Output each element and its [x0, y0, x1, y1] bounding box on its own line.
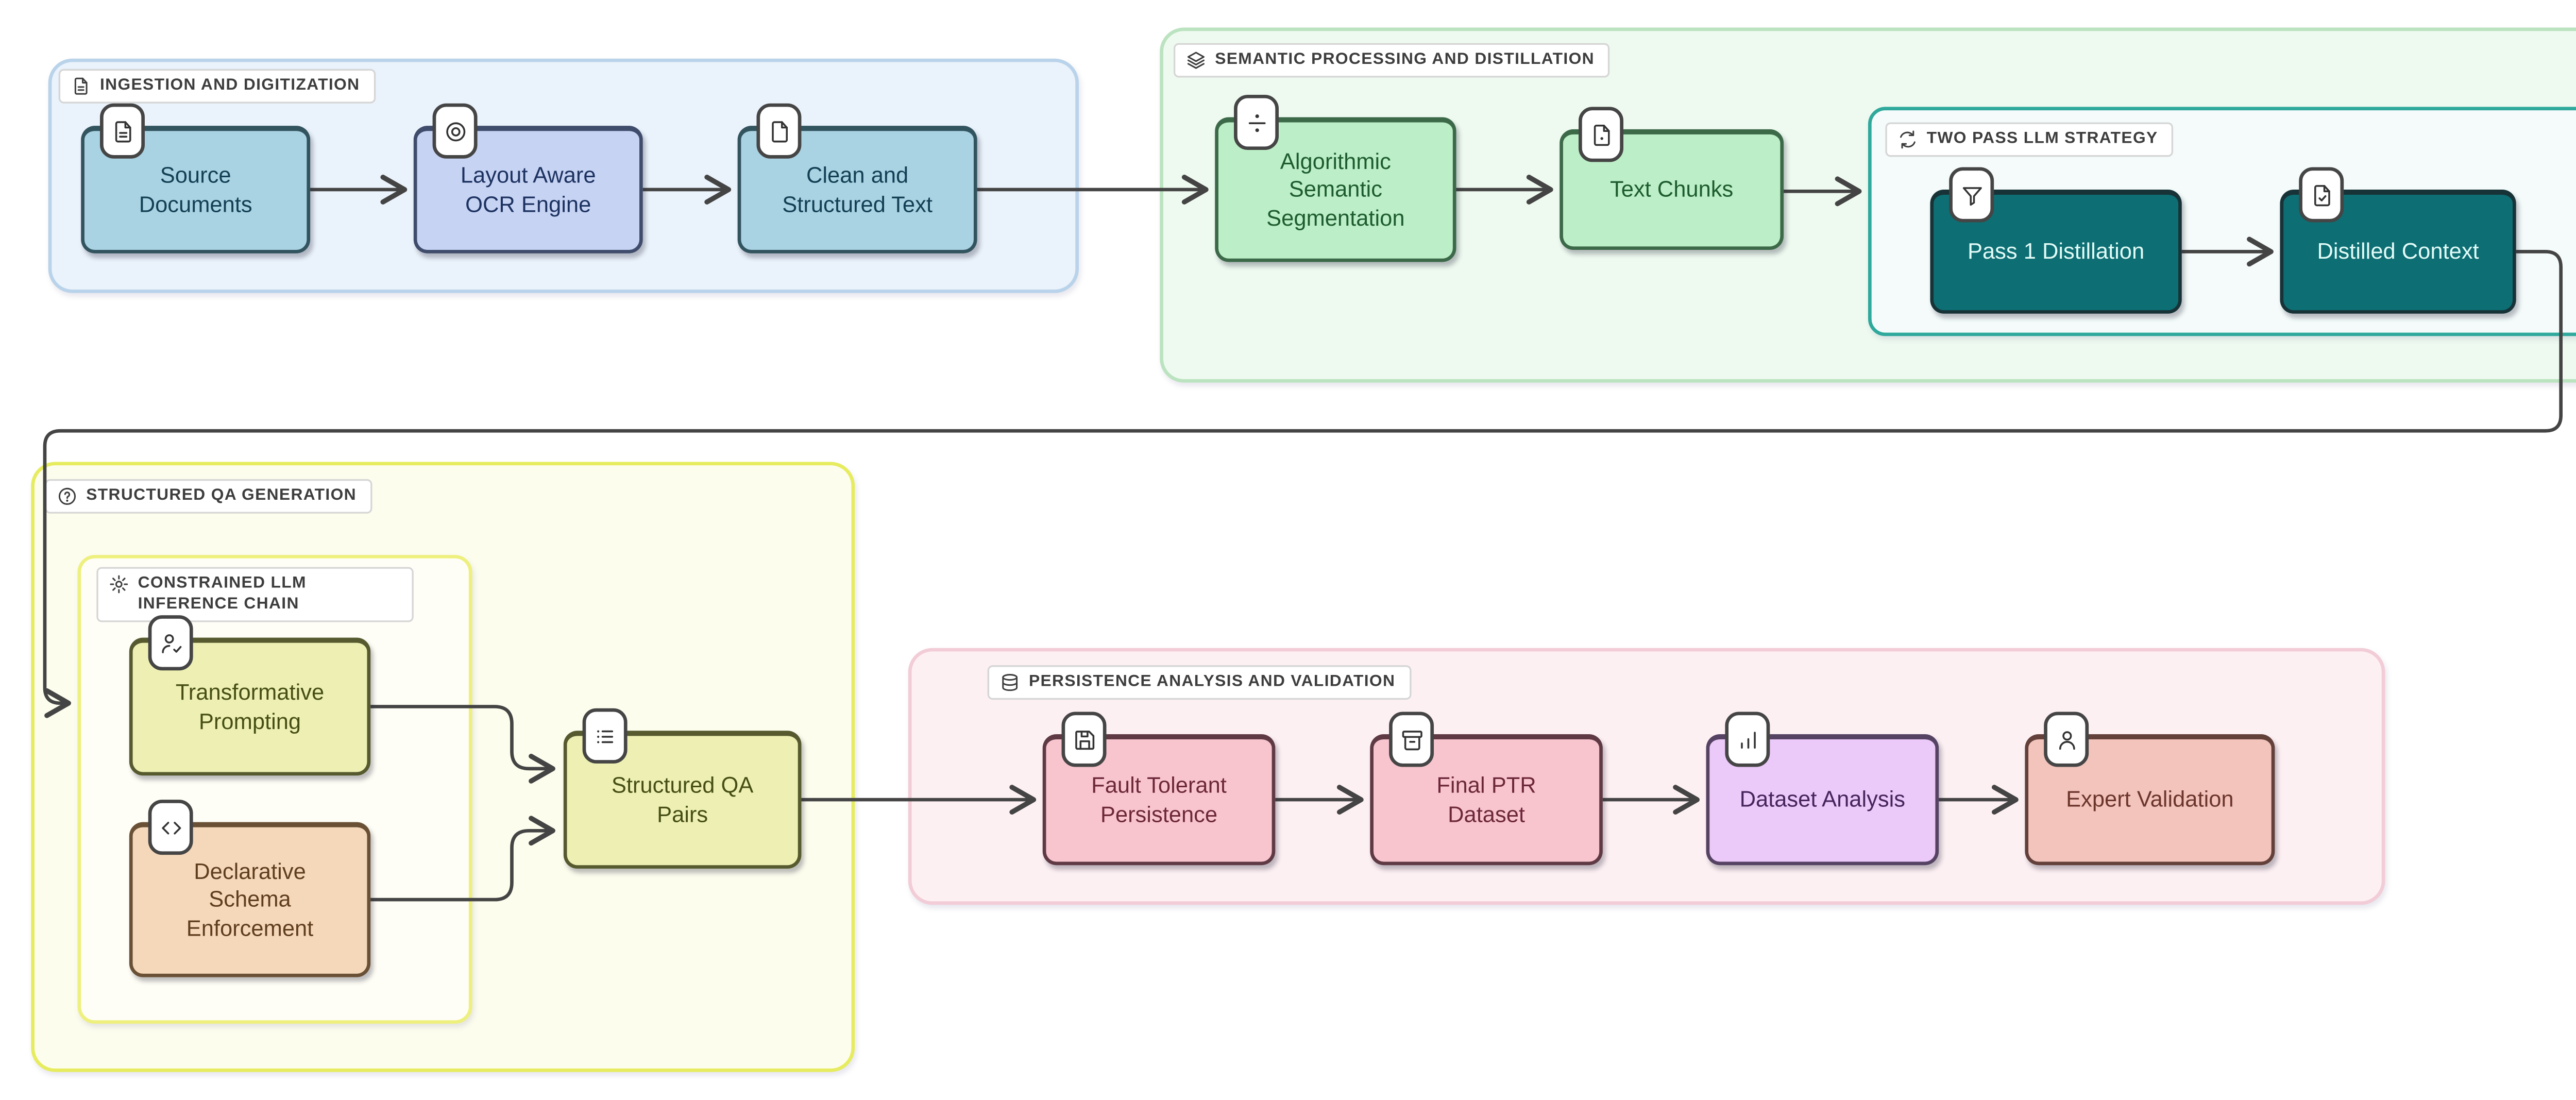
group-header-constrained: CONSTRAINED LLM INFERENCE CHAIN	[96, 567, 414, 622]
node-transformative-prompting: Transformative Prompting	[129, 615, 371, 776]
group-header-persistence: PERSISTENCE ANALYSIS AND VALIDATION	[987, 665, 1411, 700]
file-icon	[756, 103, 802, 159]
user-check-icon	[148, 615, 193, 671]
file-icon	[1579, 107, 1623, 162]
node-final-ptr-dataset: Final PTR Dataset	[1370, 712, 1603, 866]
node-clean-and-structured-text: Clean and Structured Text	[737, 103, 977, 253]
code-icon	[148, 800, 193, 855]
group-label: PERSISTENCE ANALYSIS AND VALIDATION	[1028, 672, 1396, 691]
node-label: Text Chunks	[1609, 176, 1734, 202]
node-source-documents: Source Documents	[81, 103, 311, 253]
group-label: INGESTION AND DIGITIZATION	[100, 76, 360, 95]
archive-icon	[1389, 712, 1434, 767]
funnel-icon	[1949, 167, 1994, 223]
gear-icon	[110, 575, 128, 594]
node-declarative-schema-enforcement: Declarative Schema Enforcement	[129, 800, 371, 977]
node-label: Pass 1 Distillation	[1967, 238, 2145, 265]
node-label: Clean and Structured Text	[782, 162, 933, 216]
file-check-icon	[2299, 167, 2344, 223]
node-label: Dataset Analysis	[1739, 786, 1906, 813]
question-circle-icon	[58, 487, 76, 505]
person-icon	[2044, 712, 2089, 767]
group-label: SEMANTIC PROCESSING AND DISTILLATION	[1215, 50, 1595, 69]
layers-icon	[1187, 52, 1205, 69]
node-label: Transformative Prompting	[175, 679, 325, 734]
node-fault-tolerant-persistence: Fault Tolerant Persistence	[1042, 712, 1276, 866]
node-label: Distilled Context	[2317, 238, 2479, 265]
node-label: Expert Validation	[2066, 786, 2234, 813]
group-label: STRUCTURED QA GENERATION	[86, 486, 357, 505]
save-icon	[1061, 712, 1107, 767]
node-label: Declarative Schema Enforcement	[186, 858, 314, 941]
node-label: Final PTR Dataset	[1436, 772, 1536, 826]
group-label: TWO PASS LLM STRATEGY	[1926, 129, 2158, 148]
divide-icon	[1234, 94, 1279, 150]
database-icon	[1002, 674, 1018, 691]
node-label: Layout Aware OCR Engine	[460, 162, 596, 216]
node-layout-aware-ocr-engine: Layout Aware OCR Engine	[413, 103, 643, 253]
node-text-chunks: Text Chunks	[1560, 107, 1784, 250]
node-expert-validation: Expert Validation	[2025, 712, 2275, 866]
group-header-two-pass: TWO PASS LLM STRATEGY	[1885, 122, 2174, 157]
group-header-qa-generation: STRUCTURED QA GENERATION	[44, 479, 372, 514]
node-label: Fault Tolerant Persistence	[1091, 772, 1227, 826]
refresh-icon	[1900, 130, 1916, 149]
file-text-icon	[100, 103, 145, 159]
eye-icon	[432, 103, 478, 159]
node-algorithmic-semantic-segmentation: Algorithmic Semantic Segmentation	[1215, 94, 1456, 262]
bar-chart-icon	[1725, 712, 1770, 767]
group-header-ingestion: INGESTION AND DIGITIZATION	[58, 69, 376, 104]
group-label: CONSTRAINED LLM INFERENCE CHAIN	[138, 573, 307, 614]
group-header-semantic: SEMANTIC PROCESSING AND DISTILLATION	[1173, 43, 1611, 78]
node-pass-1-distillation: Pass 1 Distillation	[1930, 167, 2182, 314]
document-icon	[74, 77, 88, 95]
node-distilled-context: Distilled Context	[2280, 167, 2516, 314]
node-dataset-analysis: Dataset Analysis	[1706, 712, 1939, 866]
node-structured-qa-pairs: Structured QA Pairs	[563, 708, 802, 869]
node-label: Source Documents	[139, 162, 252, 216]
list-icon	[582, 708, 628, 764]
node-label: Algorithmic Semantic Segmentation	[1266, 148, 1405, 230]
node-label: Structured QA Pairs	[611, 772, 754, 826]
